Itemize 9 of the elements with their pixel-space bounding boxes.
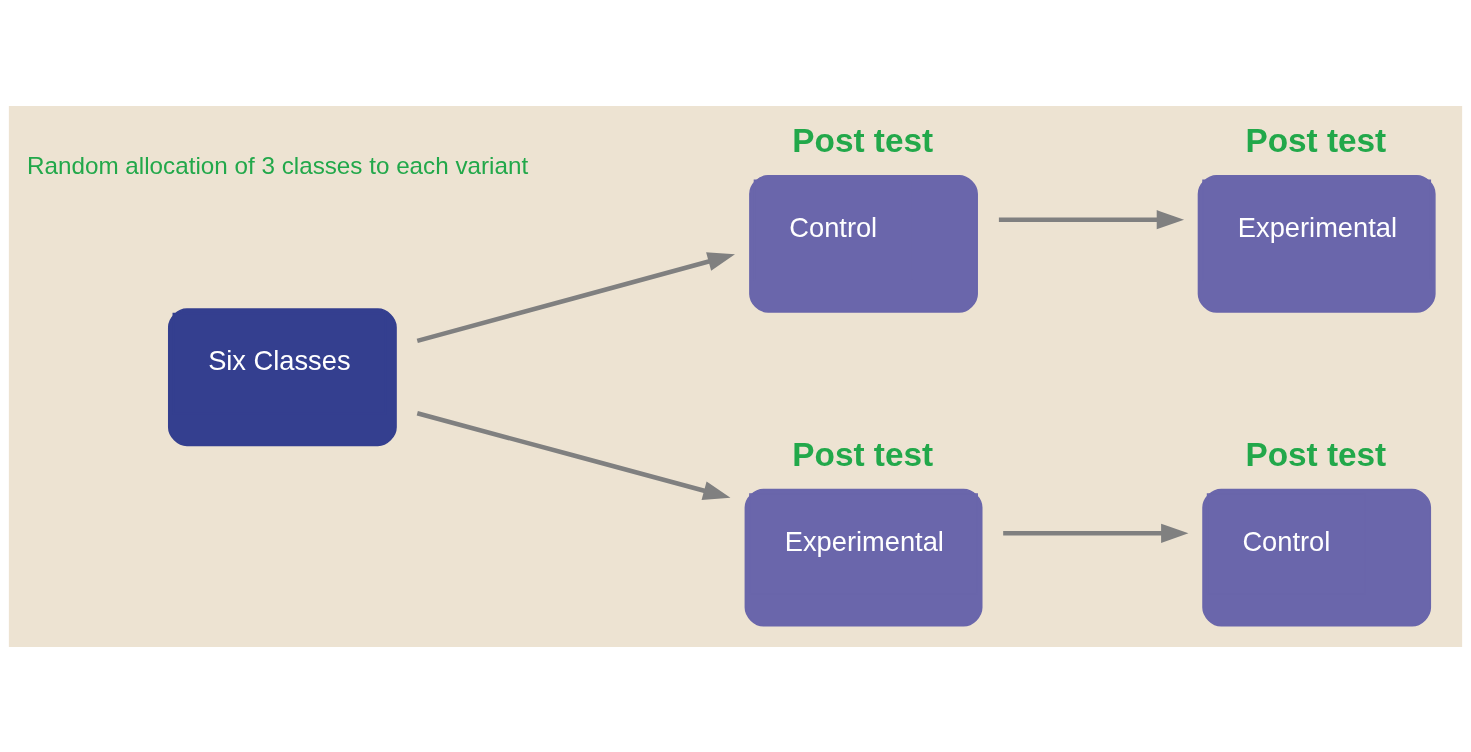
node-label: Post test [1245, 435, 1387, 473]
label: Random allocation of 3 classes to each variant [27, 151, 529, 179]
arrow [998, 209, 1185, 229]
node-label: Post test [1245, 121, 1387, 159]
node-label: Post test [792, 121, 934, 159]
arrow [1003, 523, 1189, 543]
node-label: Post test [792, 435, 934, 473]
arrow [416, 251, 735, 343]
arrow [416, 410, 731, 500]
